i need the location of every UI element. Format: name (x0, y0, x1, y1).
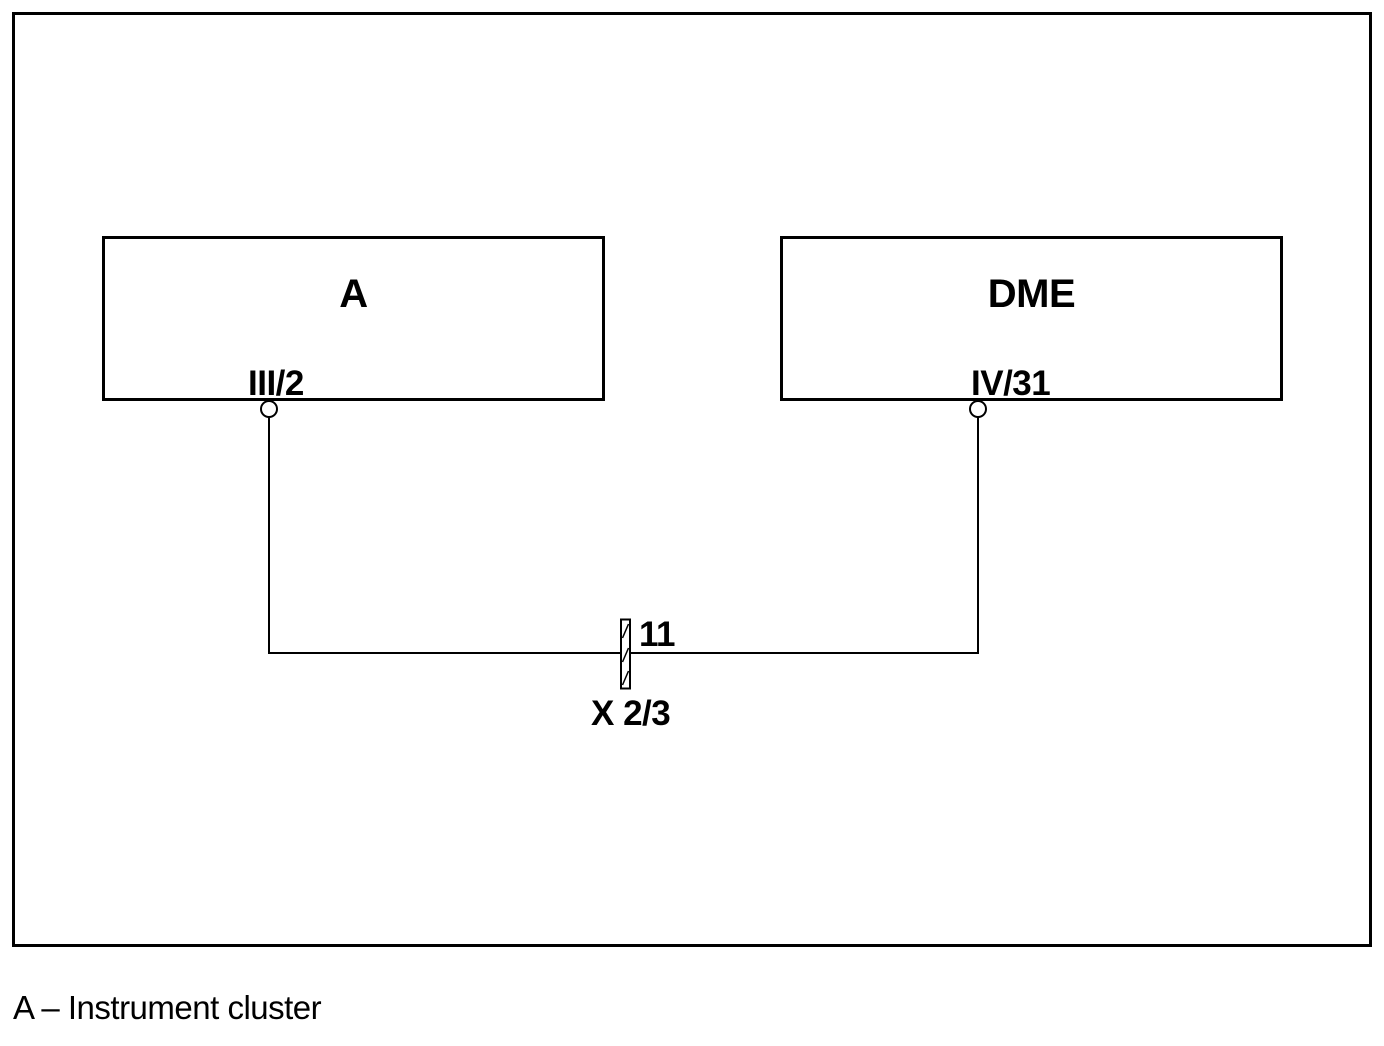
component-label-dme: DME (987, 272, 1076, 316)
diagram-frame (12, 12, 1372, 947)
terminal-circle-iii2 (260, 400, 278, 418)
connector-number: 11 (639, 615, 676, 654)
component-box-a (102, 236, 605, 401)
pin-label-iv31: IV/31 (971, 364, 1051, 403)
pin-label-iii2: III/2 (248, 364, 304, 403)
connector-hatch-2 (621, 647, 630, 663)
legend-text: A – Instrument cluster (13, 989, 322, 1026)
component-label-a: A (339, 272, 368, 316)
wire-iii2-to-iv31 (268, 415, 979, 654)
connector-hatch-3 (621, 670, 630, 686)
component-box-dme (780, 236, 1283, 401)
connector-designation: X 2/3 (591, 694, 671, 733)
terminal-circle-iv31 (969, 400, 987, 418)
connector-symbol (620, 618, 631, 690)
connector-hatch-1 (621, 623, 630, 639)
